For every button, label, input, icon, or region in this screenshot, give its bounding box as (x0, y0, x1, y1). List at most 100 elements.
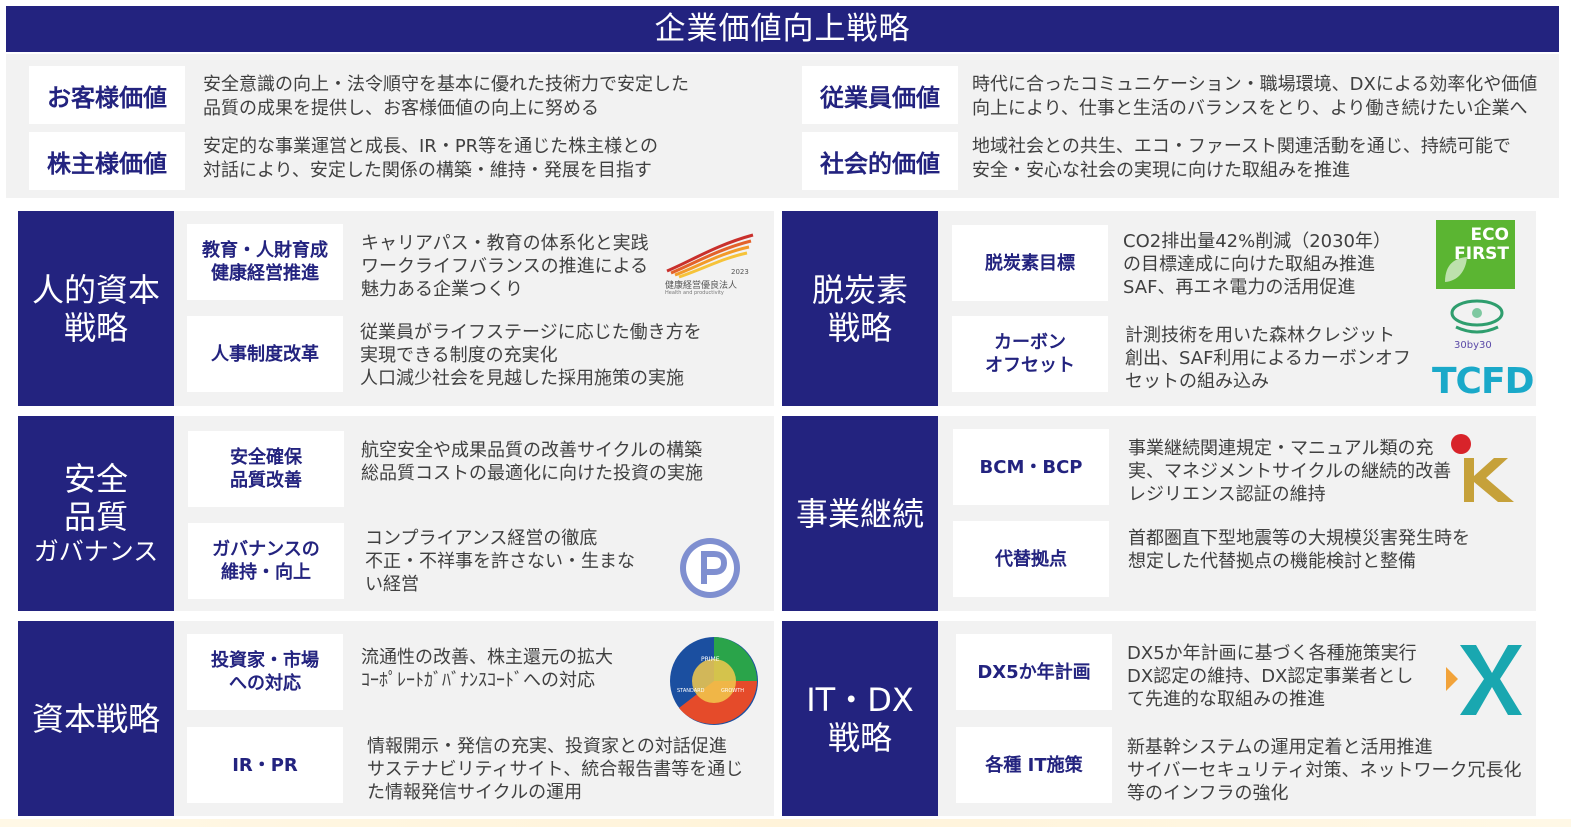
label-line: 投資家・市場 (211, 650, 319, 671)
desc-line: 安全意識の向上・法令順守を基本に優れた技術力で安定した (203, 74, 689, 95)
tcfd-logo: TCFD (1432, 361, 1534, 402)
carbon-offset-desc: 計測技術を用いた森林クレジット 創出、SAF利用によるカーボンオフ セットの組み… (1125, 324, 1411, 393)
desc-line: サステナビリティサイト、統合報告書等を通じ (367, 759, 744, 780)
hr-reform-desc: 従業員がライフステージに応じた働き方を 実現できる制度の充実化 人口減少社会を見… (360, 321, 702, 390)
market-segment-logo: PRIME STANDARD GROWTH (669, 636, 759, 726)
logo-standard: STANDARD (677, 688, 705, 694)
human-capital-block: 人的資本 戦略 教育・人財育成健康経営推進 キャリアパス・教育の体系化と実践 ワ… (18, 211, 774, 406)
desc-line: 事業継続関連規定・マニュアル類の充 (1128, 438, 1434, 459)
ir-pr-desc: 情報開示・発信の充実、投資家との対話促進 サステナビリティサイト、統合報告書等を… (367, 735, 743, 804)
capital-block: 資本戦略 投資家・市場への対応 流通性の改善、株主還元の拡大 ｺｰﾎﾟﾚｰﾄｶﾞ… (18, 621, 774, 816)
employee-value-label: 従業員価値 (802, 66, 958, 124)
safety-heading: 安全 品質 ガバナンス (18, 416, 174, 611)
desc-line: た情報発信サイクルの運用 (367, 782, 583, 803)
itdx-heading: IT・DX 戦略 (782, 621, 938, 816)
decarbon-target-desc: CO2排出量42%削減（2030年） の目標達成に向けた取組み推進 SAF、再エ… (1123, 230, 1391, 299)
desc-line: 地域社会との共生、エコ・ファースト関連活動を通じ、持続可能で (972, 136, 1511, 157)
privacy-mark-logo (666, 522, 758, 602)
health-swoosh-icon (666, 233, 754, 279)
desc-line: の目標達成に向けた取組み推進 (1123, 254, 1375, 275)
label-line: 各種 IT施策 (985, 754, 1083, 776)
alt-site-desc: 首都圏直下型地震等の大規模災害発生時を 想定した代替拠点の機能検討と整備 (1128, 527, 1470, 573)
hr-reform-label: 人事制度改革 (187, 316, 343, 392)
label-line: ガバナンスの (212, 539, 320, 560)
desc-line: 実、マネジメントサイクルの継続的改善 (1128, 461, 1452, 482)
leaf-icon (1445, 257, 1467, 282)
desc-line: 航空安全や成果品質の改善サイクルの構築 (361, 440, 703, 461)
label-line: 健康経営推進 (211, 263, 319, 284)
dx-certification-logo (1444, 639, 1524, 719)
decarbon-target-label: 脱炭素目標 (952, 225, 1108, 301)
investor-label: 投資家・市場への対応 (187, 634, 343, 710)
label-line: への対応 (229, 673, 301, 694)
label-line: 代替拠点 (995, 548, 1067, 570)
label-line: 人事制度改革 (211, 343, 319, 365)
desc-line: て先進的な取組みの推進 (1127, 689, 1325, 710)
label-line: BCM・BCP (979, 456, 1083, 478)
desc-line: 安定的な事業運営と成長、IR・PR等を通じた株主様との (203, 136, 658, 157)
desc-line: キャリアパス・教育の体系化と実践 (361, 233, 649, 254)
logo-prime: PRIME (701, 656, 720, 663)
desc-line: 向上により、仕事と生活のバランスをとり、より働き続けたい企業へ (972, 98, 1528, 119)
desc-line: 新基幹システムの運用定着と活用推進 (1127, 737, 1433, 758)
governance-desc: コンプライアンス経営の徹底 不正・不祥事を許さない・生まな い経営 (365, 527, 635, 596)
dx-plan-label: DX5か年計画 (956, 634, 1112, 710)
desc-line: 対話により、安定した関係の構築・維持・発展を目指す (203, 160, 652, 181)
30by30-logo: 30by30 (1446, 297, 1508, 357)
30by30-emblem-icon (1450, 299, 1504, 334)
label-line: DX5か年計画 (977, 661, 1091, 683)
desc-line: SAF、再エネ電力の活用促進 (1123, 277, 1356, 298)
label-line: IR・PR (232, 754, 298, 776)
safety-block: 安全 品質 ガバナンス 安全確保品質改善 航空安全や成果品質の改善サイクルの構築… (18, 416, 774, 611)
heading-line: 資本戦略 (31, 699, 160, 738)
desc-line: レジリエンス認証の維持 (1128, 484, 1326, 505)
bcm-bcp-desc: 事業継続関連規定・マニュアル類の充 実、マネジメントサイクルの継続的改善 レジリ… (1128, 437, 1451, 506)
desc-line: 人口減少社会を見越した採用施策の実施 (360, 368, 684, 389)
safety-assurance-label: 安全確保品質改善 (188, 431, 344, 507)
continuity-block: 事業継続 BCM・BCP 事業継続関連規定・マニュアル類の充 実、マネジメントサ… (782, 416, 1536, 611)
employee-value-desc: 時代に合ったコミュニケーション・職場環境、DXによる効率化や価値 向上により、仕… (972, 73, 1537, 121)
page-title: 企業価値向上戦略 (6, 6, 1559, 52)
social-value-desc: 地域社会との共生、エコ・ファースト関連活動を通じ、持続可能で 安全・安心な社会の… (972, 135, 1511, 183)
governance-label: ガバナンスの維持・向上 (188, 523, 344, 599)
heading-line: 人的資本 (31, 270, 160, 309)
alt-site-label: 代替拠点 (953, 521, 1109, 597)
heading-line: 戦略 (827, 308, 892, 347)
desc-line: 魅力ある企業つくり (361, 279, 523, 300)
heading-line: 戦略 (63, 308, 128, 347)
desc-line: 品質の成果を提供し、お客様価値の向上に努める (203, 98, 599, 119)
desc-line: 計測技術を用いた森林クレジット (1125, 325, 1395, 346)
label-line: 脱炭素目標 (985, 252, 1075, 274)
investor-desc: 流通性の改善、株主還元の拡大 ｺｰﾎﾟﾚｰﾄｶﾞﾊﾞﾅﾝｽｺｰﾄﾞへの対応 (361, 646, 613, 692)
resilience-cert-logo (1450, 432, 1520, 504)
desc-line: 実現できる制度の充実化 (360, 345, 558, 366)
desc-line: DX認定の維持、DX認定事業者とし (1127, 666, 1414, 687)
heading-line: IT・DX (806, 680, 914, 719)
label-line: 安全確保 (230, 447, 302, 468)
label-line: 品質改善 (230, 470, 302, 491)
social-value-label: 社会的価値 (802, 132, 958, 190)
education-desc: キャリアパス・教育の体系化と実践 ワークライフバランスの推進による 魅力ある企業… (361, 232, 649, 301)
desc-line: セットの組み込み (1125, 371, 1269, 392)
market-segment-icon (670, 637, 758, 725)
continuity-heading: 事業継続 (782, 416, 938, 611)
desc-line: コンプライアンス経営の徹底 (365, 528, 598, 549)
health-management-logo: 2023 健康経営優良法人 Health and productivity (661, 231, 756, 301)
eco-first-line: ECO (1470, 225, 1509, 245)
desc-line: 情報開示・発信の充実、投資家との対話促進 (367, 736, 727, 757)
human-capital-heading: 人的資本 戦略 (18, 211, 174, 406)
safety-assurance-desc: 航空安全や成果品質の改善サイクルの構築 総品質コストの最適化に向けた投資の実施 (361, 439, 703, 485)
shareholder-value-label: 株主様価値 (29, 132, 185, 190)
it-measures-desc: 新基幹システムの運用定着と活用推進 サイバーセキュリティ対策、ネットワーク冗長化… (1127, 736, 1522, 805)
bottom-decoration (0, 819, 1571, 827)
itdx-block: IT・DX 戦略 DX5か年計画 DX5か年計画に基づく各種施策実行 DX認定の… (782, 621, 1536, 816)
desc-line: DX5か年計画に基づく各種施策実行 (1127, 643, 1417, 664)
logo-growth: GROWTH (721, 688, 745, 694)
label-line: オフセット (985, 355, 1075, 376)
dx-x-icon (1446, 645, 1522, 715)
heading-line: 事業継続 (795, 494, 924, 533)
ir-pr-label: IR・PR (187, 727, 343, 803)
logo-year: 2023 (731, 268, 749, 276)
heading-line: 品質 (63, 497, 128, 536)
desc-line: 創出、SAF利用によるカーボンオフ (1125, 348, 1411, 369)
